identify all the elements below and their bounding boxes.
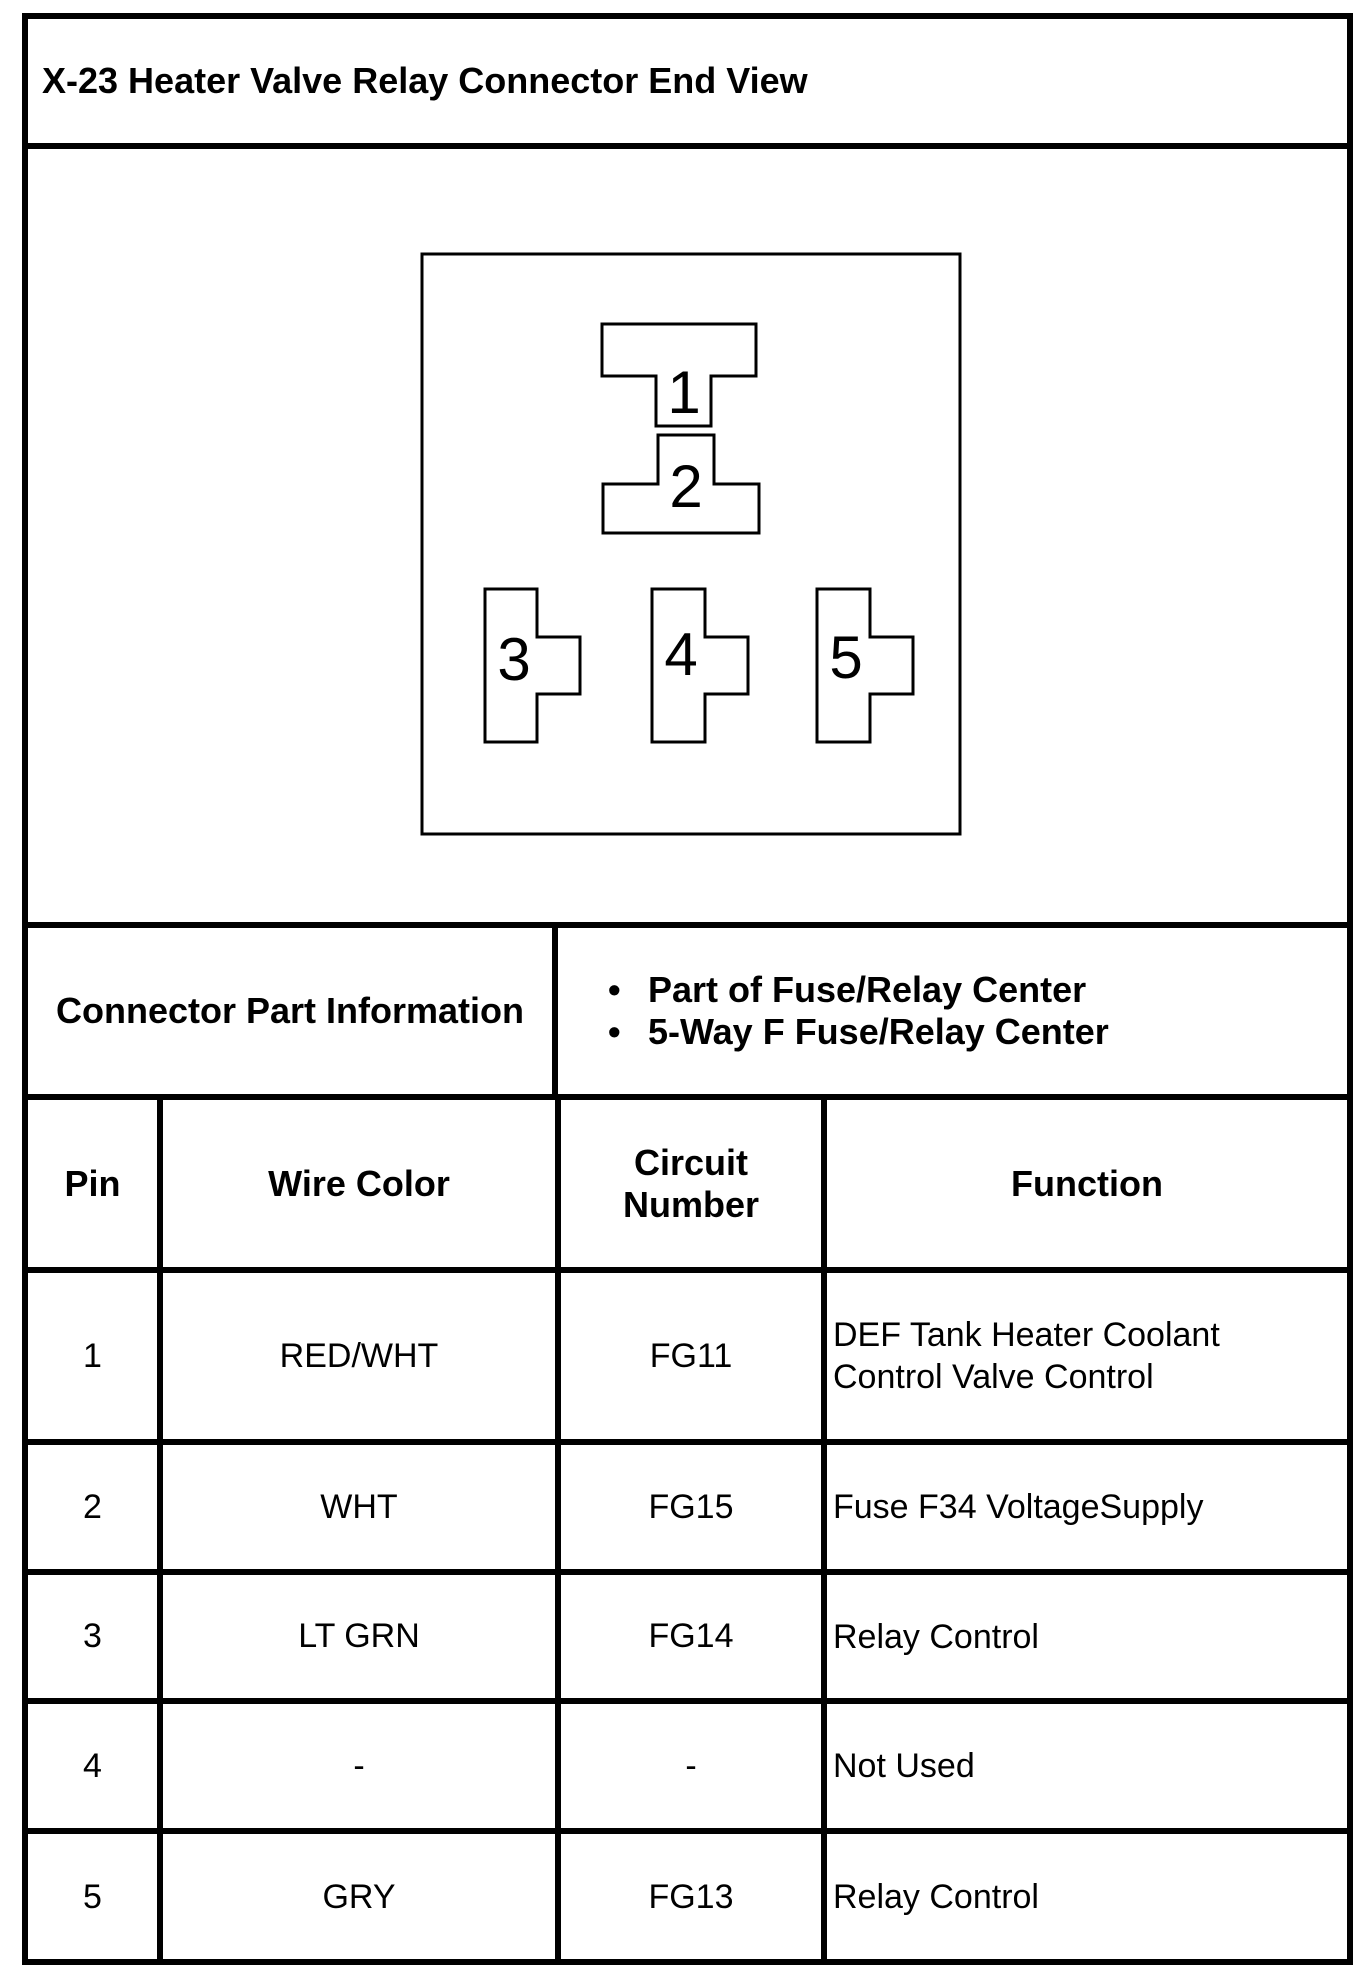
pin-cell: 4 xyxy=(28,1701,163,1834)
connector-sheet: X-23 Heater Valve Relay Connector End Vi… xyxy=(22,13,1353,1965)
page-title: X-23 Heater Valve Relay Connector End Vi… xyxy=(28,19,1347,149)
table-row: 4 - - Not Used xyxy=(28,1701,1347,1834)
wire-color-cell: GRY xyxy=(160,1831,561,1960)
pin-4-terminal xyxy=(650,587,750,744)
pin-table-header: Pin Wire Color Circuit Number Function xyxy=(28,1100,1347,1273)
circuit-cell: - xyxy=(558,1701,827,1834)
part-info-list: Part of Fuse/Relay Center 5-Way F Fuse/R… xyxy=(558,928,1347,1094)
circuit-cell: FG15 xyxy=(558,1442,827,1575)
function-cell: Fuse F34 VoltageSupply xyxy=(824,1442,1347,1575)
connector-housing xyxy=(420,252,962,836)
pin-cell: 3 xyxy=(28,1572,163,1704)
circuit-cell: FG11 xyxy=(558,1270,827,1445)
part-info-item: 5-Way F Fuse/Relay Center xyxy=(608,1011,1347,1053)
header-circuit-number: Circuit Number xyxy=(558,1100,827,1273)
pin-cell: 5 xyxy=(28,1831,163,1960)
function-cell: DEF Tank Heater Coolant Control Valve Co… xyxy=(824,1270,1347,1445)
table-row: 1 RED/WHT FG11 DEF Tank Heater Coolant C… xyxy=(28,1270,1347,1445)
pin-table: Pin Wire Color Circuit Number Function 1… xyxy=(28,1100,1347,1960)
circuit-cell: FG14 xyxy=(558,1572,827,1704)
wire-color-cell: - xyxy=(160,1701,561,1834)
pin-2-label: 2 xyxy=(669,453,702,520)
header-function: Function xyxy=(824,1100,1347,1273)
pin-3-label: 3 xyxy=(497,626,530,693)
pin-3-terminal xyxy=(483,587,582,744)
function-cell: Not Used xyxy=(824,1701,1347,1834)
wire-color-cell: RED/WHT xyxy=(160,1270,561,1445)
pin-2-terminal xyxy=(601,433,761,535)
circuit-cell: FG13 xyxy=(558,1831,827,1960)
pin-cell: 2 xyxy=(28,1442,163,1575)
table-row: 5 GRY FG13 Relay Control xyxy=(28,1831,1347,1960)
pin-cell: 1 xyxy=(28,1270,163,1445)
pin-4-label: 4 xyxy=(664,621,697,688)
title-text: X-23 Heater Valve Relay Connector End Vi… xyxy=(42,60,808,101)
pin-5-terminal xyxy=(815,587,915,744)
table-row: 3 LT GRN FG14 Relay Control xyxy=(28,1572,1347,1704)
pin-5-label: 5 xyxy=(829,624,862,691)
pin-1-label: 1 xyxy=(667,359,700,426)
table-row: 2 WHT FG15 Fuse F34 VoltageSupply xyxy=(28,1442,1347,1575)
part-info-label: Connector Part Information xyxy=(28,928,558,1094)
connector-part-information: Connector Part Information Part of Fuse/… xyxy=(28,928,1347,1100)
connector-end-view: 1 2 3 4 5 xyxy=(28,149,1347,928)
function-cell: Relay Control xyxy=(833,1878,1039,1916)
header-wire-color: Wire Color xyxy=(160,1100,561,1273)
header-pin: Pin xyxy=(28,1100,163,1273)
wire-color-cell: LT GRN xyxy=(160,1572,561,1704)
function-cell: Relay Control xyxy=(824,1572,1347,1704)
part-info-item: Part of Fuse/Relay Center xyxy=(608,969,1347,1011)
wire-color-cell: WHT xyxy=(160,1442,561,1575)
connector-diagram: 1 2 3 4 5 xyxy=(420,252,962,836)
pin-1-terminal xyxy=(600,322,758,428)
